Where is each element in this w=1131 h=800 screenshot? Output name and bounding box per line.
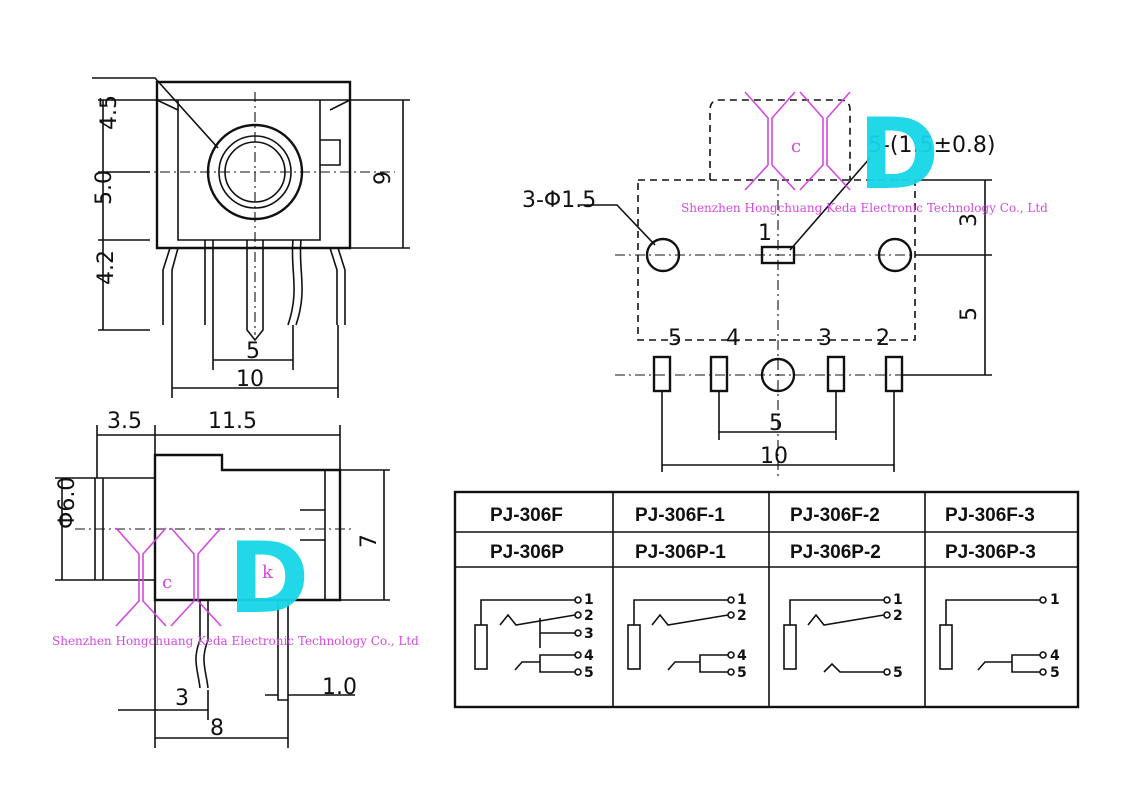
model-table: PJ-306F PJ-306F-1 PJ-306F-2 PJ-306F-3 PJ… [453,490,1080,709]
dim-10-fp: 10 [760,444,788,469]
dim-11-5: 11.5 [208,409,257,434]
mount-hole-bottom [760,357,796,393]
s3-pin-2: 2 [893,608,903,624]
watermark-company-text-2: Shenzhen Hongchuang Keda Electronic Tech… [52,634,419,648]
watermark-letter-d-2: D [228,522,309,636]
s1-pin-1: 1 [584,592,594,608]
s2-pin-2: 2 [737,608,747,624]
s4-pin-4: 4 [1050,648,1060,664]
s3-pin-1: 1 [893,592,903,608]
cell-pj-306f-1: PJ-306F-1 [635,505,725,526]
schematic-pj-306f-1: 1 2 4 5 [627,592,747,681]
dim-4-5: 4.5 [97,95,122,130]
cell-pj-306p-1: PJ-306P-1 [635,542,726,563]
s4-pin-1: 1 [1050,592,1060,608]
pad-3 [826,355,846,393]
pad-5 [652,355,672,393]
s1-pin-5: 5 [584,665,594,681]
pin-label-1: 1 [758,221,772,246]
s4-pin-5: 5 [1050,665,1060,681]
watermark-hk-logo-2 [115,527,222,627]
watermark-letter-k-2: k [262,562,274,583]
s2-pin-5: 5 [737,665,747,681]
dim-5-0: 5.0 [92,170,117,205]
schematic-pj-306f-3: 1 4 5 [939,592,1060,681]
mount-hole-right [877,237,913,273]
schematic-pj-306f-2: 1 2 5 [783,592,903,681]
dim-3: 3 [175,686,189,711]
cell-pj-306f-3: PJ-306F-3 [945,505,1035,526]
s1-pin-2: 2 [584,608,594,624]
side-view: 3.5 11.5 Φ6.0 7 3 8 1.0 [55,409,390,748]
pad-2 [884,355,904,393]
dim-1-0: 1.0 [322,675,357,700]
cell-pj-306p-2: PJ-306P-2 [790,542,881,563]
watermark-company-text: Shenzhen Hongchuang Keda Electronic Tech… [681,201,1048,215]
s3-pin-5: 5 [893,665,903,681]
pcb-footprint: 3-Φ1.5 5-(1.5±0.8) 1 5 4 3 2 3 5 5 10 [522,99,996,480]
dim-5-fp-vertical: 5 [957,307,982,321]
dim-10-pins: 10 [236,367,264,392]
dim-5-fp: 5 [769,411,783,436]
dim-7: 7 [357,534,382,548]
watermark-letter-c: c [791,136,801,157]
watermark-bottom: c D k Shenzhen Hongchuang Keda Electroni… [52,522,419,648]
watermark-top: c D Shenzhen Hongchuang Keda Electronic … [681,91,1048,215]
pin-label-2: 2 [876,326,890,351]
cell-pj-306f: PJ-306F [490,505,563,526]
label-slot: 5-(1.5±0.8) [868,133,996,158]
s2-pin-1: 1 [737,592,747,608]
pin-label-3: 3 [818,326,832,351]
watermark-hk-logo [744,91,851,191]
cell-pj-306p-3: PJ-306P-3 [945,542,1036,563]
dim-phi-6: Φ6.0 [55,477,80,529]
s2-pin-4: 4 [737,648,747,664]
dim-5-pins: 5 [246,339,260,364]
dim-4-2: 4.2 [94,250,119,285]
dim-8: 8 [210,716,224,741]
front-view: 4.5 5.0 4.2 9 5 10 [92,77,410,398]
cell-pj-306f-2: PJ-306F-2 [790,505,880,526]
footprint-outline [637,179,916,341]
mount-hole-left [645,237,681,273]
leader-line [92,77,219,149]
watermark-letter-c-2: c [162,572,172,593]
s1-pin-4: 4 [584,648,594,664]
pin-label-4: 4 [726,326,740,351]
dim-3-fp: 3 [957,213,982,227]
label-holes: 3-Φ1.5 [522,188,596,213]
schematic-pj-306f: 1 2 3 4 5 [474,592,594,681]
pad-1 [760,245,796,265]
table-border [453,490,1080,709]
dim-9: 9 [371,171,396,185]
pin-label-5: 5 [668,326,682,351]
pad-4 [709,355,729,393]
watermark-letter-d: D [858,98,939,212]
cell-pj-306p: PJ-306P [490,542,564,563]
s1-pin-3: 3 [584,626,594,642]
dim-3-5: 3.5 [107,409,142,434]
